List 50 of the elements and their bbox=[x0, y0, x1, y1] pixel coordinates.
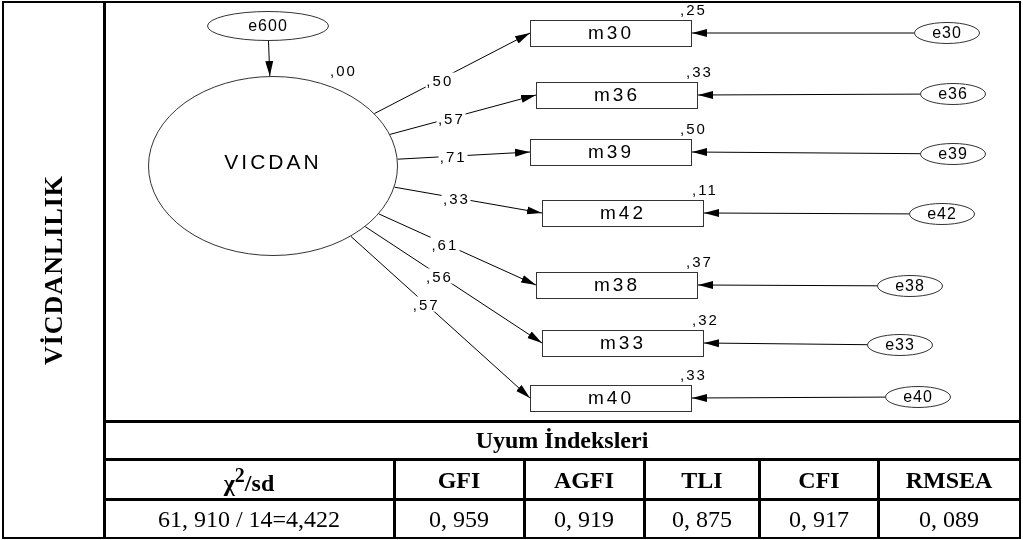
observed-variable-box: m33 bbox=[542, 329, 704, 357]
arrow bbox=[350, 235, 531, 399]
r-squared-value: ,32 bbox=[692, 310, 719, 328]
r-squared-value: ,33 bbox=[680, 365, 707, 383]
arrow bbox=[697, 90, 921, 99]
observed-variable-box: m40 bbox=[530, 384, 692, 412]
r-squared-value: ,50 bbox=[680, 119, 707, 137]
row-heading: VİCDANLILIK bbox=[39, 174, 69, 366]
error-ellipse: e42 bbox=[909, 203, 975, 225]
error-ellipse: e600 bbox=[207, 11, 329, 41]
error-ellipse: e30 bbox=[914, 22, 980, 44]
column-header: GFI bbox=[437, 466, 481, 494]
arrow bbox=[691, 148, 921, 157]
column-header: CFI bbox=[798, 466, 840, 494]
edge-label: ,61 bbox=[430, 236, 460, 252]
table-value: 61, 910 / 14=4,422 bbox=[157, 505, 341, 533]
table-value: 0, 875 bbox=[672, 505, 732, 533]
variance-value: ,00 bbox=[330, 62, 357, 79]
table-value: 0, 089 bbox=[919, 505, 979, 533]
r-squared-value: ,11 bbox=[692, 180, 718, 198]
edge-label: ,57 bbox=[436, 110, 466, 126]
table-value: 0, 917 bbox=[789, 505, 849, 533]
arrow bbox=[265, 40, 274, 77]
arrow bbox=[697, 281, 878, 290]
observed-variable-box: m42 bbox=[542, 199, 704, 227]
table-title: Uyum İndeksleri bbox=[475, 426, 649, 454]
arrow bbox=[703, 209, 910, 218]
error-ellipse: e38 bbox=[877, 275, 943, 297]
column-header: AGFI bbox=[554, 466, 614, 494]
observed-variable-box: m30 bbox=[530, 19, 692, 47]
error-ellipse: e36 bbox=[920, 83, 986, 105]
observed-variable-box: m38 bbox=[536, 271, 698, 299]
r-squared-value: ,37 bbox=[686, 252, 713, 270]
arrow bbox=[703, 339, 868, 348]
column-header: TLI bbox=[681, 466, 723, 494]
r-squared-value: ,33 bbox=[686, 62, 713, 80]
edge-label: ,50 bbox=[425, 72, 455, 88]
r-squared-value: ,25 bbox=[680, 0, 707, 18]
column-header: RMSEA bbox=[905, 466, 993, 494]
error-ellipse: e40 bbox=[885, 386, 951, 408]
table-value: 0, 959 bbox=[429, 505, 489, 533]
observed-variable-box: m39 bbox=[530, 138, 692, 166]
edge-label: ,56 bbox=[425, 268, 454, 284]
observed-variable-box: m36 bbox=[536, 81, 698, 109]
arrow bbox=[691, 393, 886, 402]
table-value: 0, 919 bbox=[554, 505, 614, 533]
error-ellipse: e39 bbox=[920, 143, 986, 165]
arrow bbox=[691, 29, 915, 37]
column-header: χ$^{2}$/sd bbox=[223, 463, 275, 497]
error-ellipse: e33 bbox=[867, 334, 933, 356]
